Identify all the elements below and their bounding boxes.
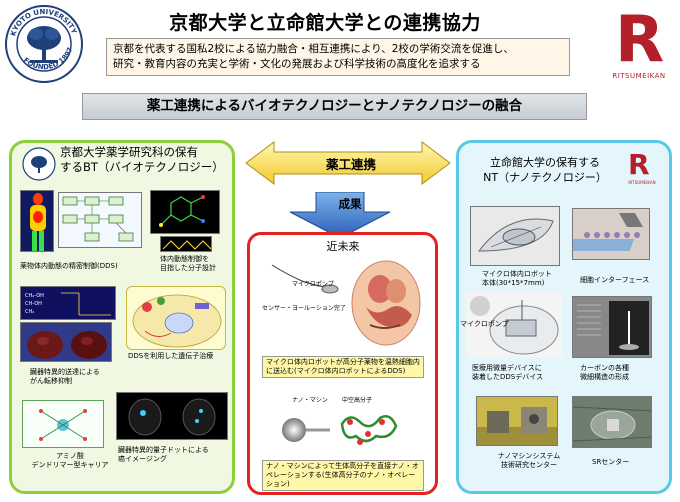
caption-carbon-structure-line-2: 微細構造の形成: [580, 373, 664, 382]
kyoto-university-seal: KYOTO UNIVERSITY FOUNDED 1897: [4, 4, 84, 84]
ritsumeikan-nt-heading-line-1: 立命館大学の保有する: [480, 155, 610, 170]
molecular-model-image: [150, 190, 220, 234]
pharmacokinetics-diagram: [58, 192, 142, 248]
sensor-label: センサー・ヨールーション完了: [262, 304, 346, 313]
caption-nanomachine-center-line-1: ナノマシンシステム: [484, 452, 574, 461]
caption-micro-robot-line-1: マイクロ体内ロボット: [482, 270, 572, 279]
ritsumeikan-logo: R RITSUMEIKAN: [603, 4, 675, 86]
caption-dendrimer-carrier-line-1: アミノ酸: [28, 452, 112, 461]
svg-text:CH₂: CH₂: [25, 309, 34, 315]
caption-quantum-dot-imaging-line-2: 癌イメージング: [118, 455, 232, 464]
subtitle-box: 京都を代表する国私2校による協力融合・相互連携により、2校の学術交流を促進し、 …: [106, 38, 570, 76]
caption-quantum-dot-imaging: 臓器特異的量子ドットによる 癌イメージング: [118, 446, 232, 464]
caption-nano-operation: ナノ・マシンによって生体高分子を直接ナノ・オペレーションする(生体高分子のナノ・…: [262, 460, 424, 491]
near-future-label: 近未来: [300, 238, 386, 254]
kyoto-bt-heading-line-1: 京都大学薬学研究科の保有: [60, 145, 230, 160]
caption-carbon-structure: カーボンの各種 微細構造の形成: [580, 364, 664, 382]
caption-dendrimer-carrier-line-2: デンドリマー型キャリア: [28, 461, 112, 470]
caption-dendrimer-carrier: アミノ酸 デンドリマー型キャリア: [28, 452, 112, 470]
subtitle-line-1: 京都を代表する国私2校による協力融合・相互連携により、2校の学術交流を促進し、: [113, 42, 563, 57]
molecular-design-image: [160, 236, 212, 252]
nano-machine-illustration: [270, 404, 420, 456]
caption-cancer-metastasis: 臓器特異的送達による がん転移抑制: [30, 368, 120, 386]
caption-sr-center: SRセンター: [592, 458, 652, 467]
quantum-dot-imaging-image: [116, 392, 228, 440]
caption-molecular-design: 体内動態制御を 目指した分子設計: [160, 255, 232, 273]
ritsumeikan-small-logo-text: RITSUMEIKAN: [622, 180, 662, 185]
micro-robot-dds-illustration: [258, 255, 430, 351]
caption-molecular-design-line-1: 体内動態制御を: [160, 255, 232, 264]
caption-micro-pump: マイクロポンプ: [460, 320, 520, 329]
svg-text:CH-OH: CH-OH: [25, 301, 42, 307]
caption-dds-device-line-2: 装着したDDSデバイス: [472, 373, 568, 382]
chemical-structure-image: CH₂-OH CH-OH CH₂: [20, 286, 116, 320]
caption-quantum-dot-imaging-line-1: 臓器特異的量子ドットによる: [118, 446, 232, 455]
body-scan-image: [20, 190, 54, 252]
caption-cancer-metastasis-line-2: がん転移抑制: [30, 377, 120, 386]
ritsumeikan-logo-letter: R: [615, 8, 664, 72]
caption-nanomachine-center: ナノマシンシステム 技術研究センター: [484, 452, 574, 470]
caption-cancer-metastasis-line-1: 臓器特異的送達による: [30, 368, 120, 377]
nanomachine-center-image: [476, 396, 558, 446]
carbon-structure-image: [572, 296, 652, 358]
caption-dds-device: 医療用微量デバイスに 装着したDDSデバイス: [472, 364, 568, 382]
caption-micro-robot-dds: マイクロ体内ロボットが高分子薬物を温熱細胞内に送込む(マイクロ体内ロボットによる…: [262, 356, 424, 378]
sr-center-image: [572, 396, 652, 448]
caption-dds-device-line-1: 医療用微量デバイスに: [472, 364, 568, 373]
main-banner: 薬工連携によるバイオテクノロジーとナノテクノロジーの融合: [82, 93, 587, 120]
ritsumeikan-nt-heading: 立命館大学の保有する NT（ナノテクノロジー）: [480, 155, 610, 185]
ritsumeikan-small-logo-letter: R: [628, 150, 650, 180]
cell-interface-image: [572, 208, 650, 260]
ritsumeikan-logo-text: RITSUMEIKAN: [603, 72, 675, 80]
ritsumeikan-small-logo: R RITSUMEIKAN: [622, 150, 662, 188]
ritsumeikan-nt-heading-line-2: NT（ナノテクノロジー）: [480, 170, 610, 185]
subtitle-line-2: 研究・教育内容の充実と学術・文化の発展および科学技術の高度化を追求する: [113, 57, 563, 72]
micro-robot-image: [470, 206, 560, 266]
caption-dds-control: 薬物体内動態の精密制御(DDS): [20, 262, 160, 271]
caption-cell-interface: 細胞インターフェース: [580, 276, 664, 285]
kyoto-bt-heading-line-2: するBT（バイオテクノロジー）: [60, 160, 230, 175]
caption-molecular-design-line-2: 目指した分子設計: [160, 264, 232, 273]
svg-text:CH₂-OH: CH₂-OH: [25, 293, 44, 299]
kyoto-bt-heading: 京都大学薬学研究科の保有 するBT（バイオテクノロジー）: [20, 145, 230, 175]
gene-therapy-diagram: [126, 286, 226, 350]
caption-micro-robot: マイクロ体内ロボット 本体(30*15*7mm): [482, 270, 572, 288]
caption-carbon-structure-line-1: カーボンの各種: [580, 364, 664, 373]
dendrimer-carrier-image: [22, 400, 104, 448]
caption-gene-therapy: DDSを利用した遺伝子治療: [128, 352, 228, 361]
result-label: 成果: [320, 196, 380, 212]
collaboration-label: 薬工連携: [316, 154, 386, 173]
caption-micro-robot-line-2: 本体(30*15*7mm): [482, 279, 572, 288]
organ-tissue-image: [20, 322, 112, 362]
page-title: 京都大学と立命館大学との連携協力: [160, 8, 490, 35]
caption-nanomachine-center-line-2: 技術研究センター: [484, 461, 574, 470]
micro-pump-label: マイクロポンプ: [292, 280, 334, 289]
